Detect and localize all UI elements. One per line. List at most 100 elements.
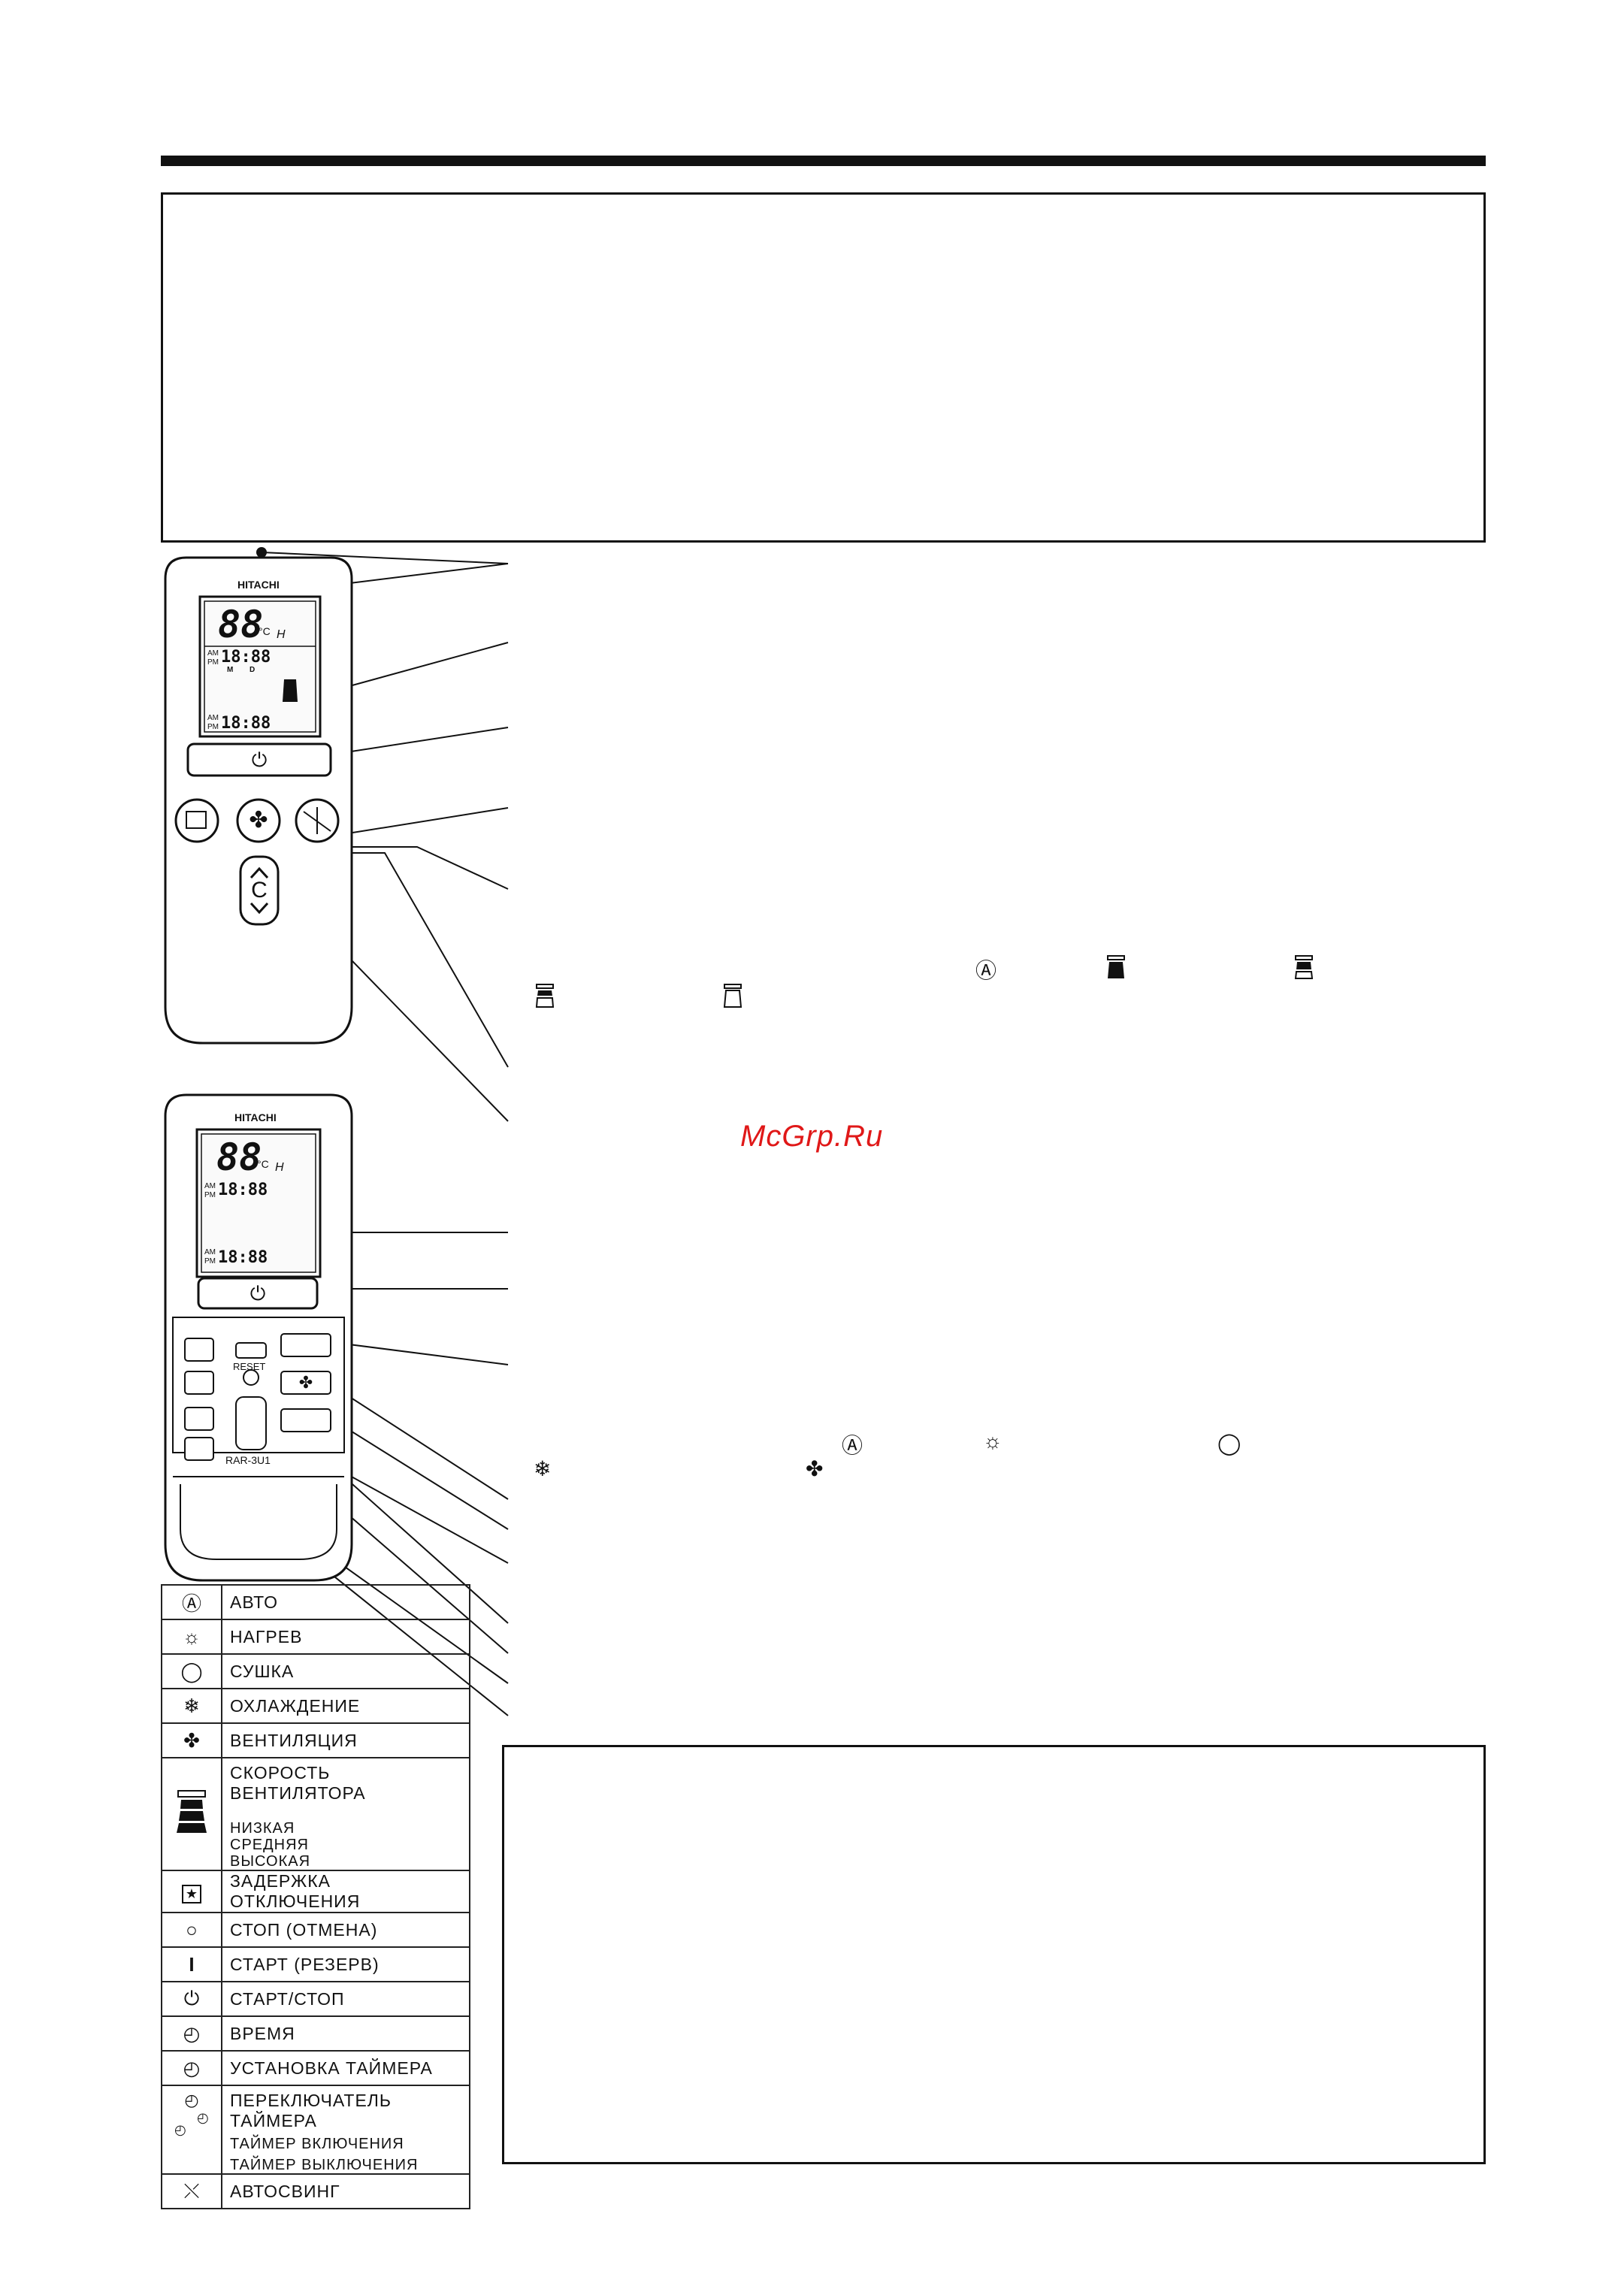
- fan-speed-icon: [161, 1757, 222, 1871]
- top-rule: [161, 156, 1486, 166]
- legend-label: СТАРТ (РЕЗЕРВ): [221, 1946, 470, 1982]
- temperature-label: C: [251, 878, 268, 903]
- lcd-temperature: 88: [216, 1135, 262, 1179]
- legend-row-power: ⏻ СТАРТ/СТОП: [161, 1981, 470, 2017]
- lcd-timer: 18:88: [218, 1248, 268, 1267]
- lcd-unit: °C: [257, 1158, 269, 1170]
- fan-icon: ✤: [161, 1722, 222, 1758]
- auto-icon: Ⓐ: [161, 1584, 222, 1620]
- timer-switch-icon: ◴ ◴ ◴: [161, 2085, 222, 2175]
- power-button[interactable]: ⏻: [198, 1278, 317, 1308]
- lcd-am2: AM: [204, 1248, 216, 1256]
- timer-set-button[interactable]: [236, 1343, 266, 1358]
- auto-swing-button[interactable]: [281, 1409, 331, 1432]
- lcd-h: H: [275, 1161, 284, 1174]
- clock-button[interactable]: [185, 1338, 213, 1361]
- off-delay-icon: ★: [161, 1870, 222, 1913]
- cool-icon: ❄: [161, 1688, 222, 1724]
- legend-row-off-delay: ★ ЗАДЕРЖКА ОТКЛЮЧЕНИЯ: [161, 1870, 470, 1913]
- legend-row-fan: ✤ ВЕНТИЛЯЦИЯ: [161, 1722, 470, 1758]
- watermark: McGrp.Ru: [740, 1120, 884, 1153]
- legend-row-clock: ◴ ВРЕМЯ: [161, 2015, 470, 2052]
- legend-sublabel: ТАЙМЕР ВЫКЛЮЧЕНИЯ: [230, 2157, 419, 2173]
- legend-sublabel: ТАЙМЕР ВКЛЮЧЕНИЯ: [230, 2136, 404, 2152]
- legend-row-timer-set: ◴ УСТАНОВКА ТАЙМЕРА: [161, 2050, 470, 2086]
- legend-label: ЗАДЕРЖКА ОТКЛЮЧЕНИЯ: [221, 1870, 470, 1913]
- legend-label: АВТО: [221, 1584, 470, 1620]
- legend-label: ВРЕМЯ: [221, 2015, 470, 2052]
- legend-label: УСТАНОВКА ТАЙМЕРА: [221, 2050, 470, 2086]
- legend-row-start: I СТАРТ (РЕЗЕРВ): [161, 1946, 470, 1982]
- brand-logo: HITACHI: [234, 1111, 277, 1123]
- stop-icon: ○: [161, 1912, 222, 1948]
- lcd-d: D: [249, 666, 256, 674]
- temperature-button[interactable]: C: [240, 857, 278, 924]
- intro-box: [161, 192, 1486, 543]
- heat-icon: ☼: [161, 1619, 222, 1655]
- auto-swing-button[interactable]: [296, 800, 338, 842]
- remote-body: [164, 1093, 353, 1582]
- dry-icon: ◯: [1217, 1432, 1241, 1455]
- fan-speed-high-icon: [1107, 955, 1125, 978]
- cool-icon: ❄: [534, 1457, 552, 1480]
- dry-icon: ◯: [161, 1653, 222, 1689]
- power-icon: ⏻: [249, 1282, 266, 1305]
- lcd-am: AM: [207, 649, 219, 658]
- legend-row-dry: ◯ СУШКА: [161, 1653, 470, 1689]
- mode-button[interactable]: [281, 1334, 331, 1356]
- legend-table: Ⓐ АВТО ☼ НАГРЕВ ◯ СУШКА ❄ ОХЛАЖДЕНИЕ ✤ В…: [161, 1584, 470, 2209]
- heat-icon: ☼: [983, 1429, 1003, 1453]
- timer-set-icon: ◴: [161, 2050, 222, 2086]
- lcd-pm: PM: [204, 1191, 216, 1199]
- legend-row-auto-swing: ⤬ АВТОСВИНГ: [161, 2173, 470, 2209]
- lcd-am2: AM: [207, 714, 219, 722]
- legend-sublabel: НИЗКАЯ: [230, 1820, 295, 1837]
- auto-swing-icon: ⤬: [161, 2173, 222, 2209]
- start-reserve-button[interactable]: [185, 1408, 213, 1430]
- lcd-am: AM: [204, 1182, 216, 1190]
- legend-row-cool: ❄ ОХЛАЖДЕНИЕ: [161, 1688, 470, 1724]
- brand-logo: HITACHI: [237, 579, 280, 591]
- legend-row-stop: ○ СТОП (ОТМЕНА): [161, 1912, 470, 1948]
- legend-row-fan-speed: СКОРОСТЬ ВЕНТИЛЯТОРА НИЗКАЯ СРЕДНЯЯ ВЫСО…: [161, 1757, 470, 1871]
- lcd-time: 18:88: [218, 1181, 268, 1199]
- legend-label: СУШКА: [221, 1653, 470, 1689]
- clock-icon: ◴: [161, 2015, 222, 2052]
- remote-body: [164, 556, 353, 1045]
- legend-row-heat: ☼ НАГРЕВ: [161, 1619, 470, 1655]
- fan-icon: ✤: [806, 1457, 824, 1480]
- fan-speed-medium-icon: [1294, 955, 1314, 979]
- off-delay-button[interactable]: [176, 800, 218, 842]
- lcd-pm2: PM: [207, 723, 219, 731]
- stop-cancel-button[interactable]: [185, 1438, 213, 1460]
- timer-switch-button[interactable]: [185, 1371, 213, 1394]
- lcd-timer: 18:88: [221, 714, 271, 733]
- fan-speed-off-icon: [723, 984, 742, 1008]
- time-adjust-button[interactable]: [236, 1397, 266, 1450]
- lcd-temperature: 88: [218, 603, 264, 646]
- lcd-pm2: PM: [204, 1257, 216, 1265]
- lcd-unit: °C: [259, 625, 271, 637]
- legend-label: СТАРТ/СТОП: [221, 1981, 470, 2017]
- legend-label: ПЕРЕКЛЮЧАТЕЛЬ ТАЙМЕРА: [230, 2091, 392, 2130]
- power-icon: ⏻: [251, 748, 268, 771]
- legend-label: ВЕНТИЛЯЦИЯ: [221, 1722, 470, 1758]
- lcd-time: 18:88: [221, 648, 271, 667]
- auto-icon: Ⓐ: [842, 1434, 863, 1457]
- power-icon: ⏻: [161, 1981, 222, 2017]
- legend-row-timer-switch: ◴ ◴ ◴ ПЕРЕКЛЮЧАТЕЛЬ ТАЙМЕРА ТАЙМЕР ВКЛЮЧ…: [161, 2085, 470, 2175]
- remote-control-bottom: HITACHI 88 °C H AM PM 18:88 AM PM 18:88 …: [164, 1093, 353, 1582]
- lcd-pm: PM: [207, 658, 219, 667]
- auto-icon: Ⓐ: [975, 959, 997, 982]
- fan-speed-button[interactable]: ✤: [298, 1373, 313, 1392]
- reset-label: RESET: [233, 1361, 266, 1372]
- lcd-h: H: [277, 628, 286, 641]
- reset-button[interactable]: [243, 1370, 259, 1385]
- fan-speed-button[interactable]: ✤: [249, 808, 268, 833]
- legend-label: СКОРОСТЬ ВЕНТИЛЯТОРА: [230, 1763, 366, 1803]
- legend-sublabel: СРЕДНЯЯ: [230, 1837, 309, 1853]
- legend-label: АВТОСВИНГ: [221, 2173, 470, 2209]
- remote-control-top: HITACHI 88 °C H AM PM 18:88 M D AM PM 18…: [164, 556, 353, 1045]
- notes-box: [502, 1745, 1486, 2164]
- power-button[interactable]: ⏻: [188, 744, 331, 776]
